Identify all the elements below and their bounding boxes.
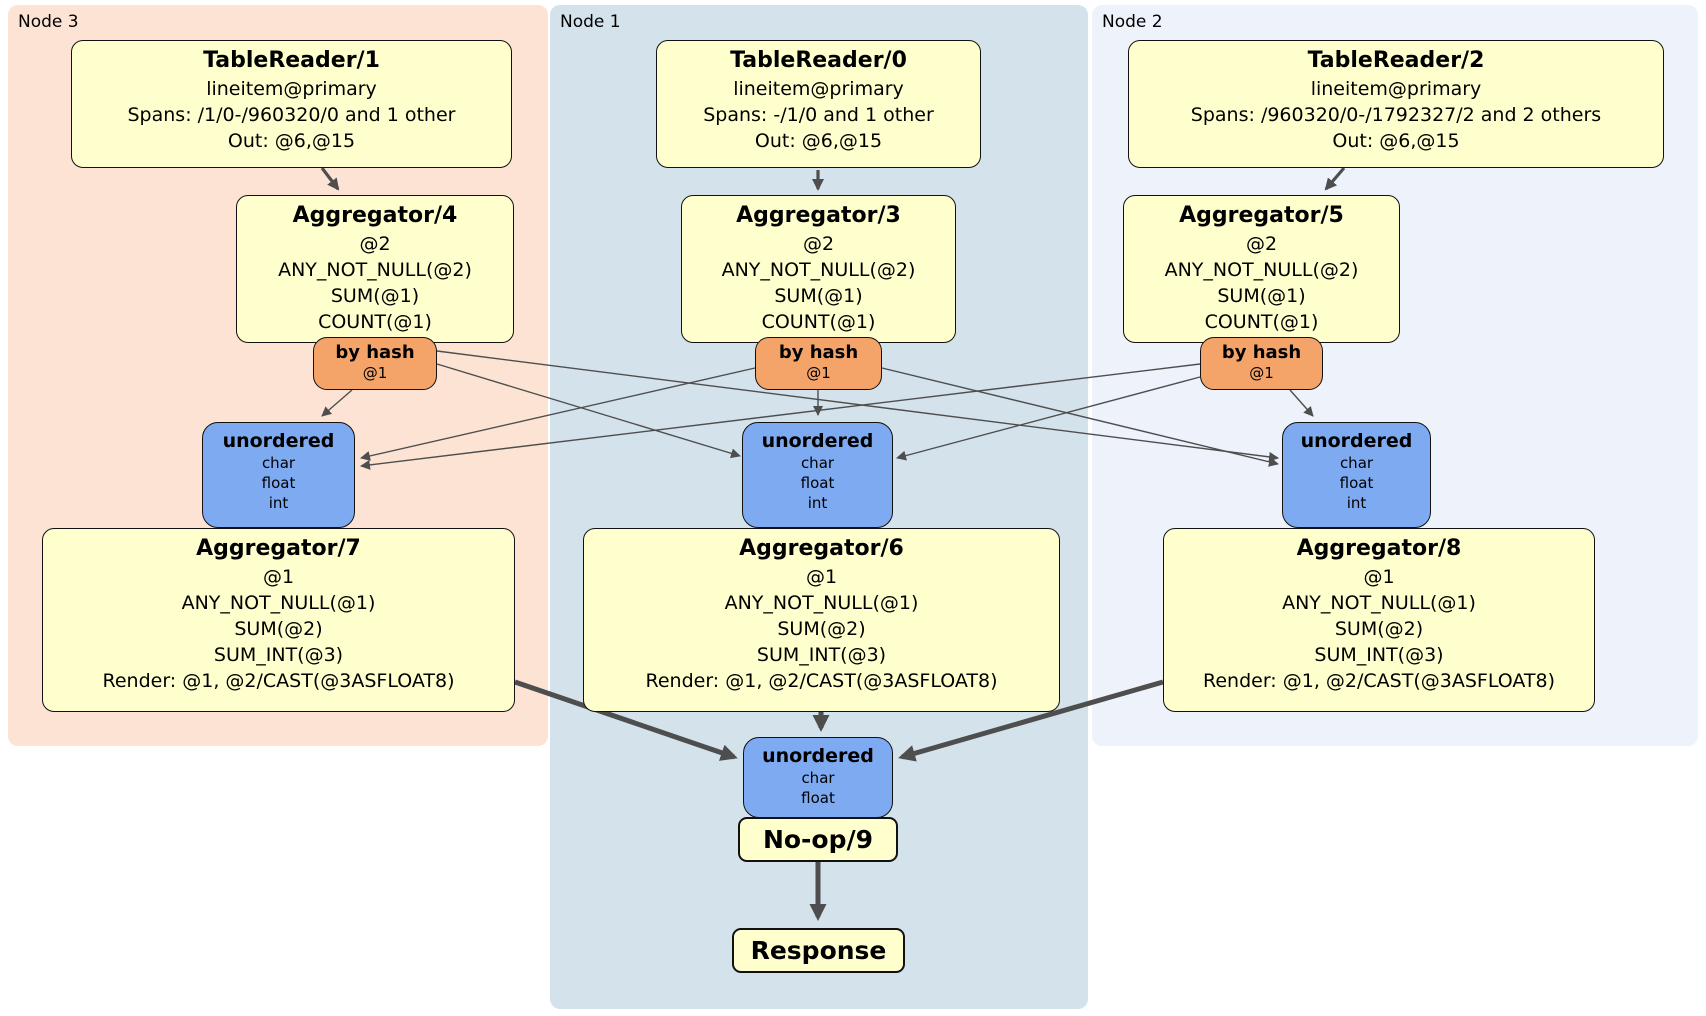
- aggregator-7-box: Aggregator/7 @1 ANY_NOT_NULL(@1) SUM(@2)…: [42, 528, 515, 712]
- node-3-panel: Node 3 TableReader/1 lineitem@primary Sp…: [8, 5, 548, 746]
- hash-router-node-1: by hash @1: [755, 337, 882, 390]
- box-line: @2: [1245, 233, 1278, 255]
- sync-type: char: [1339, 454, 1374, 472]
- sync-type: float: [261, 474, 296, 492]
- sync-type: float: [1339, 474, 1374, 492]
- box-title: Aggregator/3: [736, 203, 901, 228]
- response-box: Response: [732, 928, 905, 973]
- box-title: TableReader/1: [203, 48, 380, 73]
- sync-title: unordered: [1300, 430, 1413, 452]
- sync-type: int: [268, 494, 289, 512]
- box-line: SUM_INT(@3): [213, 644, 344, 666]
- box-line: @1: [262, 566, 295, 588]
- sync-title: unordered: [762, 745, 874, 767]
- node-2-panel: Node 2 TableReader/2 lineitem@primary Sp…: [1092, 5, 1698, 746]
- unordered-sync-node-1: unordered char float int: [742, 422, 893, 528]
- table-reader-1-box: TableReader/1 lineitem@primary Spans: /1…: [71, 40, 512, 168]
- router-title: by hash: [778, 342, 859, 363]
- box-line: ANY_NOT_NULL(@2): [721, 259, 916, 281]
- box-title: Aggregator/7: [196, 536, 361, 561]
- box-line: ANY_NOT_NULL(@2): [278, 259, 472, 281]
- box-line: Render: @1, @2/CAST(@3ASFLOAT8): [1203, 670, 1555, 692]
- router-detail: @1: [806, 364, 831, 382]
- router-title: by hash: [1221, 342, 1302, 363]
- box-line: SUM(@1): [330, 285, 420, 307]
- sync-title: unordered: [761, 430, 874, 452]
- final-stage-edges: [514, 679, 1164, 921]
- box-line: @1: [805, 566, 838, 588]
- box-title: TableReader/2: [1307, 48, 1485, 73]
- box-line: @1: [1363, 566, 1395, 588]
- router-title: by hash: [335, 342, 415, 363]
- box-line: Spans: -/1/0 and 1 other: [703, 104, 934, 126]
- box-line: lineitem@primary: [1310, 78, 1482, 100]
- aggregator-6-box: Aggregator/6 @1 ANY_NOT_NULL(@1) SUM(@2)…: [583, 528, 1060, 712]
- aggregator-3-box: Aggregator/3 @2 ANY_NOT_NULL(@2) SUM(@1)…: [681, 195, 956, 343]
- node-1-label: Node 1: [560, 12, 621, 32]
- box-line: Out: @6,@15: [1332, 130, 1460, 152]
- node-1-panel: Node 1 TableReader/0 lineitem@primary Sp…: [550, 5, 1088, 1009]
- box-line: SUM(@1): [1217, 285, 1306, 307]
- box-line: @2: [359, 233, 391, 255]
- noop-box: No-op/9: [738, 817, 898, 862]
- box-line: ANY_NOT_NULL(@2): [1164, 259, 1359, 281]
- node-3-label: Node 3: [18, 12, 79, 32]
- box-line: COUNT(@1): [318, 311, 432, 333]
- sync-type: int: [1346, 494, 1367, 512]
- box-line: lineitem@primary: [733, 78, 904, 100]
- aggregator-8-box: Aggregator/8 @1 ANY_NOT_NULL(@1) SUM(@2)…: [1163, 528, 1595, 712]
- box-line: Render: @1, @2/CAST(@3ASFLOAT8): [102, 670, 455, 692]
- box-line: SUM(@1): [774, 285, 863, 307]
- box-line: COUNT(@1): [1204, 311, 1319, 333]
- sync-type: int: [807, 494, 828, 512]
- box-line: SUM(@2): [1334, 618, 1424, 640]
- node-2-label: Node 2: [1102, 12, 1163, 32]
- unordered-sync-final: unordered char float: [743, 737, 893, 818]
- box-title: Aggregator/4: [292, 203, 458, 228]
- box-line: Out: @6,@15: [227, 130, 356, 152]
- aggregator-4-box: Aggregator/4 @2 ANY_NOT_NULL(@2) SUM(@1)…: [236, 195, 514, 343]
- table-reader-0-box: TableReader/0 lineitem@primary Spans: -/…: [656, 40, 981, 168]
- router-detail: @1: [1249, 364, 1274, 382]
- sync-type: float: [800, 474, 835, 492]
- sync-type: char: [800, 454, 835, 472]
- box-line: SUM_INT(@3): [756, 644, 887, 666]
- unordered-sync-node-3: unordered char float int: [202, 422, 355, 528]
- box-line: ANY_NOT_NULL(@1): [1282, 592, 1476, 614]
- sync-title: unordered: [222, 430, 335, 452]
- box-line: Out: @6,@15: [754, 130, 883, 152]
- box-title: TableReader/0: [730, 48, 907, 73]
- box-line: SUM(@2): [234, 618, 323, 640]
- router-to-sync-edges: [321, 350, 1314, 470]
- box-line: Spans: /1/0-/960320/0 and 1 other: [127, 104, 456, 126]
- box-line: ANY_NOT_NULL(@1): [724, 592, 919, 614]
- box-line: SUM(@2): [777, 618, 866, 640]
- hash-router-node-3: by hash @1: [313, 337, 437, 390]
- reader-to-aggregator-edges: [320, 166, 1346, 191]
- box-line: Spans: /960320/0-/1792327/2 and 2 others: [1190, 104, 1602, 126]
- hash-router-node-2: by hash @1: [1200, 337, 1323, 390]
- router-detail: @1: [362, 364, 388, 382]
- unordered-sync-node-2: unordered char float int: [1282, 422, 1431, 528]
- box-line: @2: [802, 233, 835, 255]
- box-title: Aggregator/6: [739, 536, 904, 561]
- box-line: Render: @1, @2/CAST(@3ASFLOAT8): [645, 670, 998, 692]
- sync-type: float: [801, 789, 835, 807]
- box-line: lineitem@primary: [206, 78, 377, 100]
- box-line: ANY_NOT_NULL(@1): [181, 592, 376, 614]
- sync-type: char: [801, 769, 835, 787]
- box-line: COUNT(@1): [761, 311, 876, 333]
- box-title: Aggregator/8: [1296, 536, 1462, 561]
- table-reader-2-box: TableReader/2 lineitem@primary Spans: /9…: [1128, 40, 1664, 168]
- box-line: SUM_INT(@3): [1314, 644, 1444, 666]
- box-title: Aggregator/5: [1179, 203, 1344, 228]
- sync-type: char: [261, 454, 296, 472]
- aggregator-5-box: Aggregator/5 @2 ANY_NOT_NULL(@2) SUM(@1)…: [1123, 195, 1400, 343]
